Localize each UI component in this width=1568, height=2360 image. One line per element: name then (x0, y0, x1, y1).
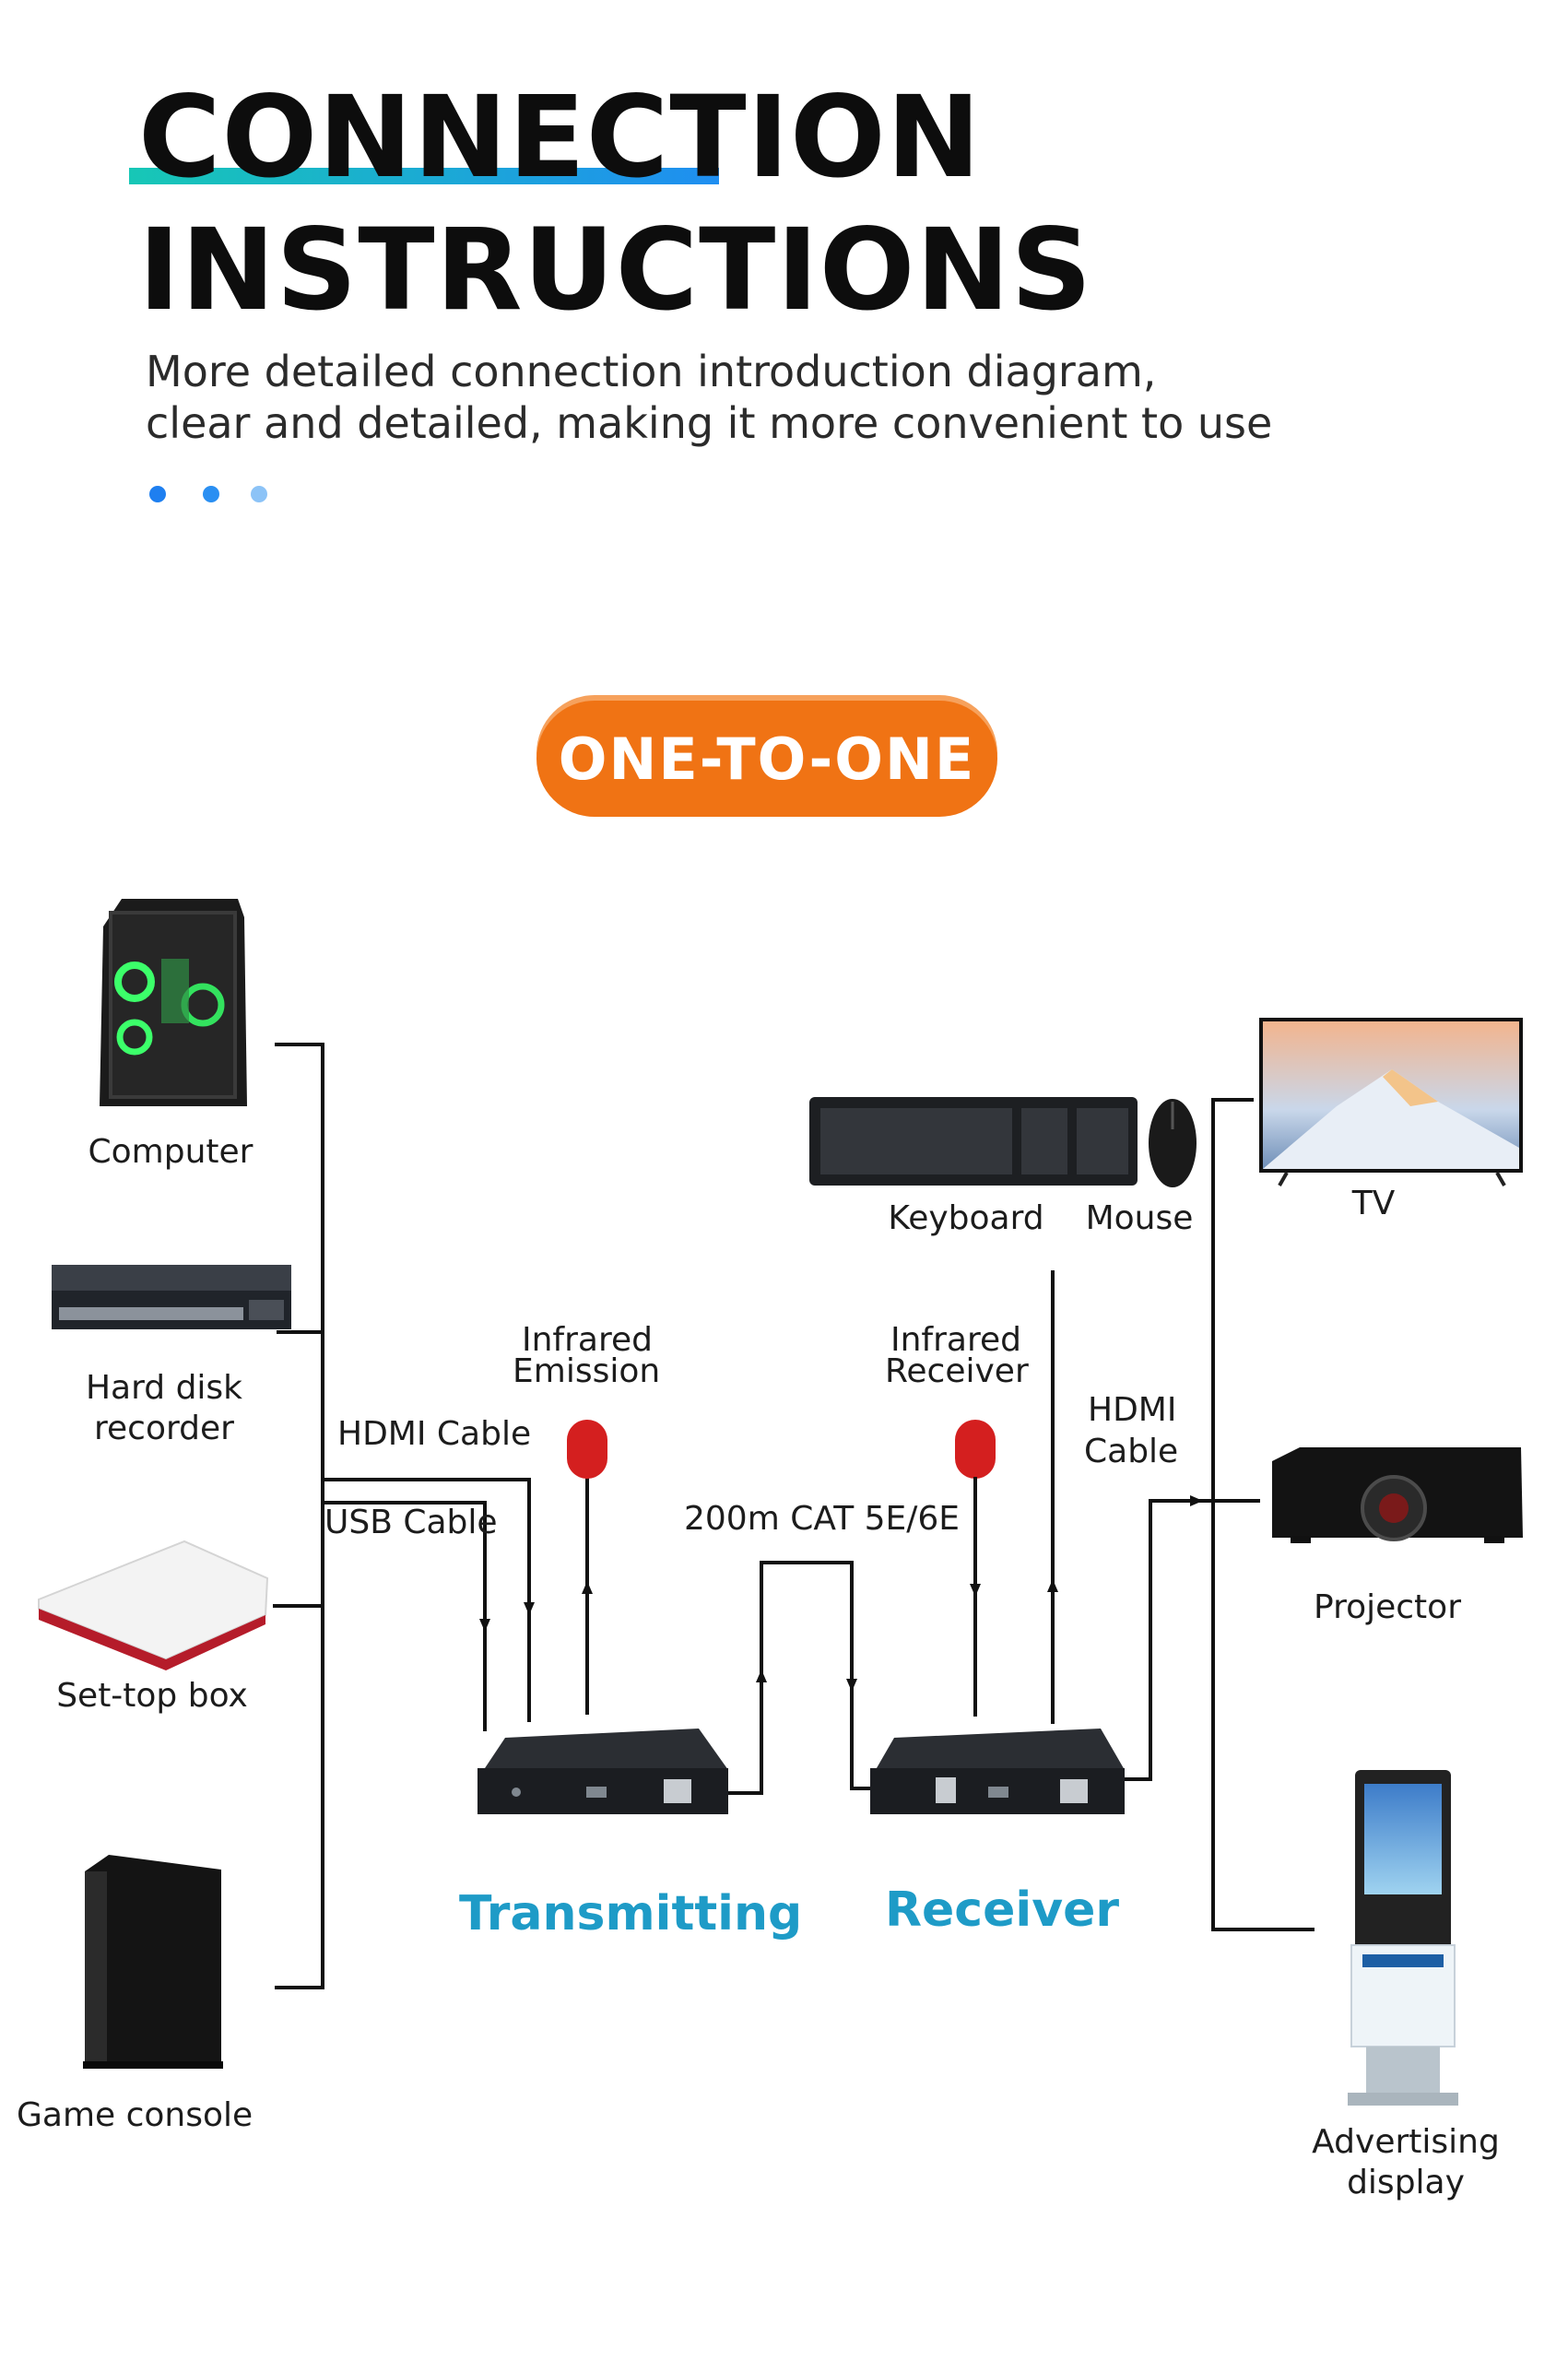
decor-dot-2 (203, 486, 219, 502)
display-bus-lines (1125, 1098, 1315, 1931)
network-cable-line (728, 1561, 870, 1795)
mouse-label: Mouse (1085, 1199, 1194, 1237)
receiver-label: Receiver (885, 1882, 1120, 1938)
decor-dot-3 (251, 486, 267, 502)
ir-emission-probe (567, 1420, 607, 1715)
source-bus-lines (273, 1043, 324, 1989)
receiver-box (870, 1729, 1125, 1814)
transmitter-label: Transmitting (459, 1886, 803, 1941)
projector-icon (1272, 1447, 1523, 1543)
hdmi-cable-out-label-2: Cable (1084, 1433, 1179, 1470)
source-label-game-console: Game console (17, 2096, 253, 2134)
ir-emission-label-1: Infrared (522, 1321, 653, 1359)
subtitle-line1: More detailed connection introduction di… (146, 347, 1157, 396)
usb-cable-in-label: USB Cable (324, 1504, 498, 1541)
ir-receiver-label-1: Infrared (890, 1321, 1021, 1359)
hdmi-cable-in-line (323, 1478, 535, 1722)
game-console-icon (83, 1855, 223, 2069)
transmitter-box (477, 1729, 728, 1814)
page-title-line2: INSTRUCTIONS (138, 205, 1093, 336)
page-title-line1: CONNECTION (138, 72, 982, 203)
kiosk-icon (1348, 1770, 1458, 2106)
decor-dot-1 (149, 486, 166, 502)
keyboard-icon (809, 1097, 1138, 1186)
ir-emission-label-2: Emission (513, 1352, 661, 1390)
subtitle-line2: clear and detailed, making it more conve… (146, 398, 1273, 448)
dvr-icon (52, 1265, 291, 1329)
pc-tower-icon (100, 899, 247, 1106)
set-top-box-icon (38, 1540, 269, 1670)
keyboard-label: Keyboard (888, 1199, 1044, 1237)
source-label-computer: Computer (88, 1133, 253, 1171)
hdmi-cable-out-label-1: HDMI (1088, 1391, 1177, 1429)
ir-receiver-probe (955, 1420, 996, 1717)
mouse-icon (1149, 1099, 1197, 1187)
tv-icon (1259, 1018, 1523, 1186)
ir-receiver-label-2: Receiver (885, 1352, 1029, 1390)
source-label-set-top-box: Set-top box (56, 1677, 248, 1715)
network-cable-label: 200m CAT 5E/6E (684, 1500, 961, 1538)
display-label-projector: Projector (1314, 1588, 1461, 1626)
source-label-dvr: Hard disk recorder (85, 1369, 243, 1447)
display-label-tv: TV (1351, 1185, 1396, 1222)
usb-cable-in-line (323, 1501, 490, 1731)
mode-badge: ONE-TO-ONE (536, 701, 997, 817)
title-underline (129, 168, 719, 184)
display-label-advertising: Advertising display (1312, 2123, 1500, 2201)
hdmi-cable-in-label: HDMI Cable (337, 1415, 532, 1453)
